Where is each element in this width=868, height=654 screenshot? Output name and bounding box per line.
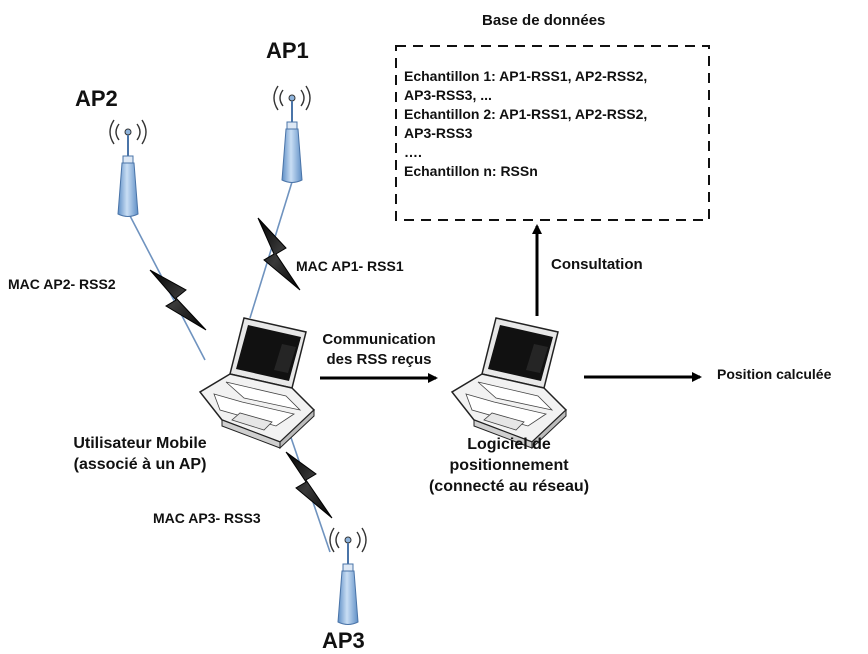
- software-line1: Logiciel de: [467, 436, 551, 453]
- ap3-lightning-icon: [285, 451, 333, 519]
- ap1-link-label: MAC AP1- RSS1: [296, 258, 404, 274]
- mobile-user-line2: (associé à un AP): [73, 456, 207, 473]
- database-line: Echantillon 2: AP1-RSS1, AP2-RSS2,: [404, 106, 648, 122]
- ap1-lightning-icon: [257, 217, 301, 291]
- database-title: Base de données: [482, 12, 606, 29]
- database-content: Echantillon 1: AP1-RSS1, AP2-RSS2, AP3-R…: [404, 67, 647, 181]
- mobile-user-label: Utilisateur Mobile (associé à un AP): [45, 433, 235, 475]
- mobile-laptop-icon: [199, 317, 315, 449]
- position-label: Position calculée: [717, 366, 832, 382]
- ap2-antenna-icon: [109, 119, 147, 218]
- communication-line1: Communication: [322, 331, 436, 348]
- database-line: Echantillon 1: AP1-RSS1, AP2-RSS2,: [404, 68, 648, 84]
- ap3-link-label: MAC AP3- RSS3: [153, 510, 261, 526]
- database-box: [395, 45, 710, 221]
- ap1-label: AP1: [266, 38, 309, 63]
- database-line: AP3-RSS3: [404, 125, 473, 141]
- ap3-antenna-icon: [329, 527, 367, 626]
- ap1-antenna-icon: [273, 85, 311, 184]
- communication-label: Communication des RSS reçus: [312, 330, 446, 370]
- server-laptop-icon: [451, 317, 567, 449]
- communication-line2: des RSS reçus: [326, 351, 432, 368]
- ap3-label: AP3: [322, 628, 365, 653]
- ap2-link-label: MAC AP2- RSS2: [8, 276, 116, 292]
- database-line: AP3-RSS3, ...: [404, 87, 492, 103]
- software-label: Logiciel de positionnement (connecté au …: [409, 434, 609, 497]
- database-line: ….: [404, 144, 422, 160]
- ap1-link-line: [249, 181, 293, 319]
- mobile-user-line1: Utilisateur Mobile: [73, 435, 207, 452]
- consultation-label: Consultation: [551, 256, 643, 273]
- software-line3: (connecté au réseau): [428, 478, 590, 495]
- ap2-lightning-icon: [149, 269, 207, 331]
- software-line2: positionnement: [449, 457, 569, 474]
- database-line: Echantillon n: RSSn: [404, 163, 538, 179]
- ap2-label: AP2: [75, 86, 118, 111]
